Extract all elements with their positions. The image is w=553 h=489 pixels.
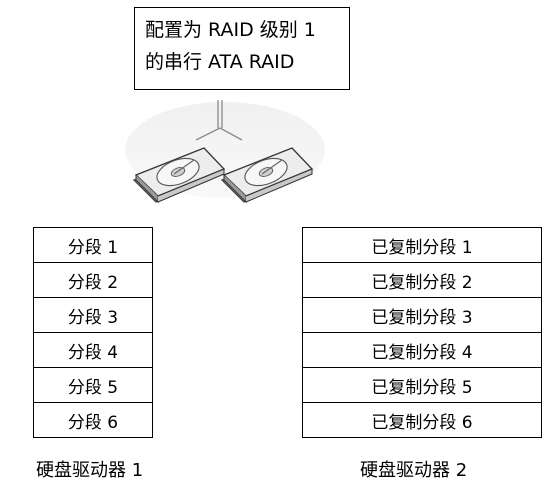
table-row: 已复制分段 2	[302, 262, 542, 298]
drive2-segment-table: 已复制分段 1 已复制分段 2 已复制分段 3 已复制分段 4 已复制分段 5 …	[302, 227, 542, 438]
table-row: 已复制分段 5	[302, 367, 542, 403]
replicated-segment-cell: 已复制分段 5	[302, 367, 542, 403]
table-row: 分段 2	[33, 262, 153, 298]
segment-cell: 分段 5	[33, 367, 153, 403]
segment-cell: 分段 2	[33, 262, 153, 298]
table-row: 已复制分段 4	[302, 332, 542, 368]
segment-cell: 分段 1	[33, 227, 153, 263]
table-row: 分段 3	[33, 297, 153, 333]
segment-cell: 分段 6	[33, 402, 153, 438]
caption-line-1: 配置为 RAID 级别 1	[145, 19, 316, 41]
table-row: 已复制分段 6	[302, 402, 542, 438]
caption-line-2: 的串行 ATA RAID	[145, 51, 295, 73]
drive2-label: 硬盘驱动器 2	[360, 460, 468, 481]
replicated-segment-cell: 已复制分段 1	[302, 227, 542, 263]
table-row: 分段 4	[33, 332, 153, 368]
drive1-label: 硬盘驱动器 1	[36, 460, 144, 481]
hard-drive-icon	[220, 147, 314, 204]
drives-illustration	[125, 100, 325, 204]
table-row: 已复制分段 1	[302, 227, 542, 263]
table-row: 分段 6	[33, 402, 153, 438]
replicated-segment-cell: 已复制分段 2	[302, 262, 542, 298]
table-row: 分段 1	[33, 227, 153, 263]
hard-drive-icon	[132, 147, 226, 204]
table-row: 已复制分段 3	[302, 297, 542, 333]
replicated-segment-cell: 已复制分段 3	[302, 297, 542, 333]
raid-caption-box: 配置为 RAID 级别 1 的串行 ATA RAID	[134, 7, 350, 90]
replicated-segment-cell: 已复制分段 6	[302, 402, 542, 438]
drive1-segment-table: 分段 1 分段 2 分段 3 分段 4 分段 5 分段 6	[33, 227, 153, 438]
cable-connector-icon	[195, 100, 243, 141]
segment-cell: 分段 3	[33, 297, 153, 333]
table-row: 分段 5	[33, 367, 153, 403]
segment-cell: 分段 4	[33, 332, 153, 368]
replicated-segment-cell: 已复制分段 4	[302, 332, 542, 368]
